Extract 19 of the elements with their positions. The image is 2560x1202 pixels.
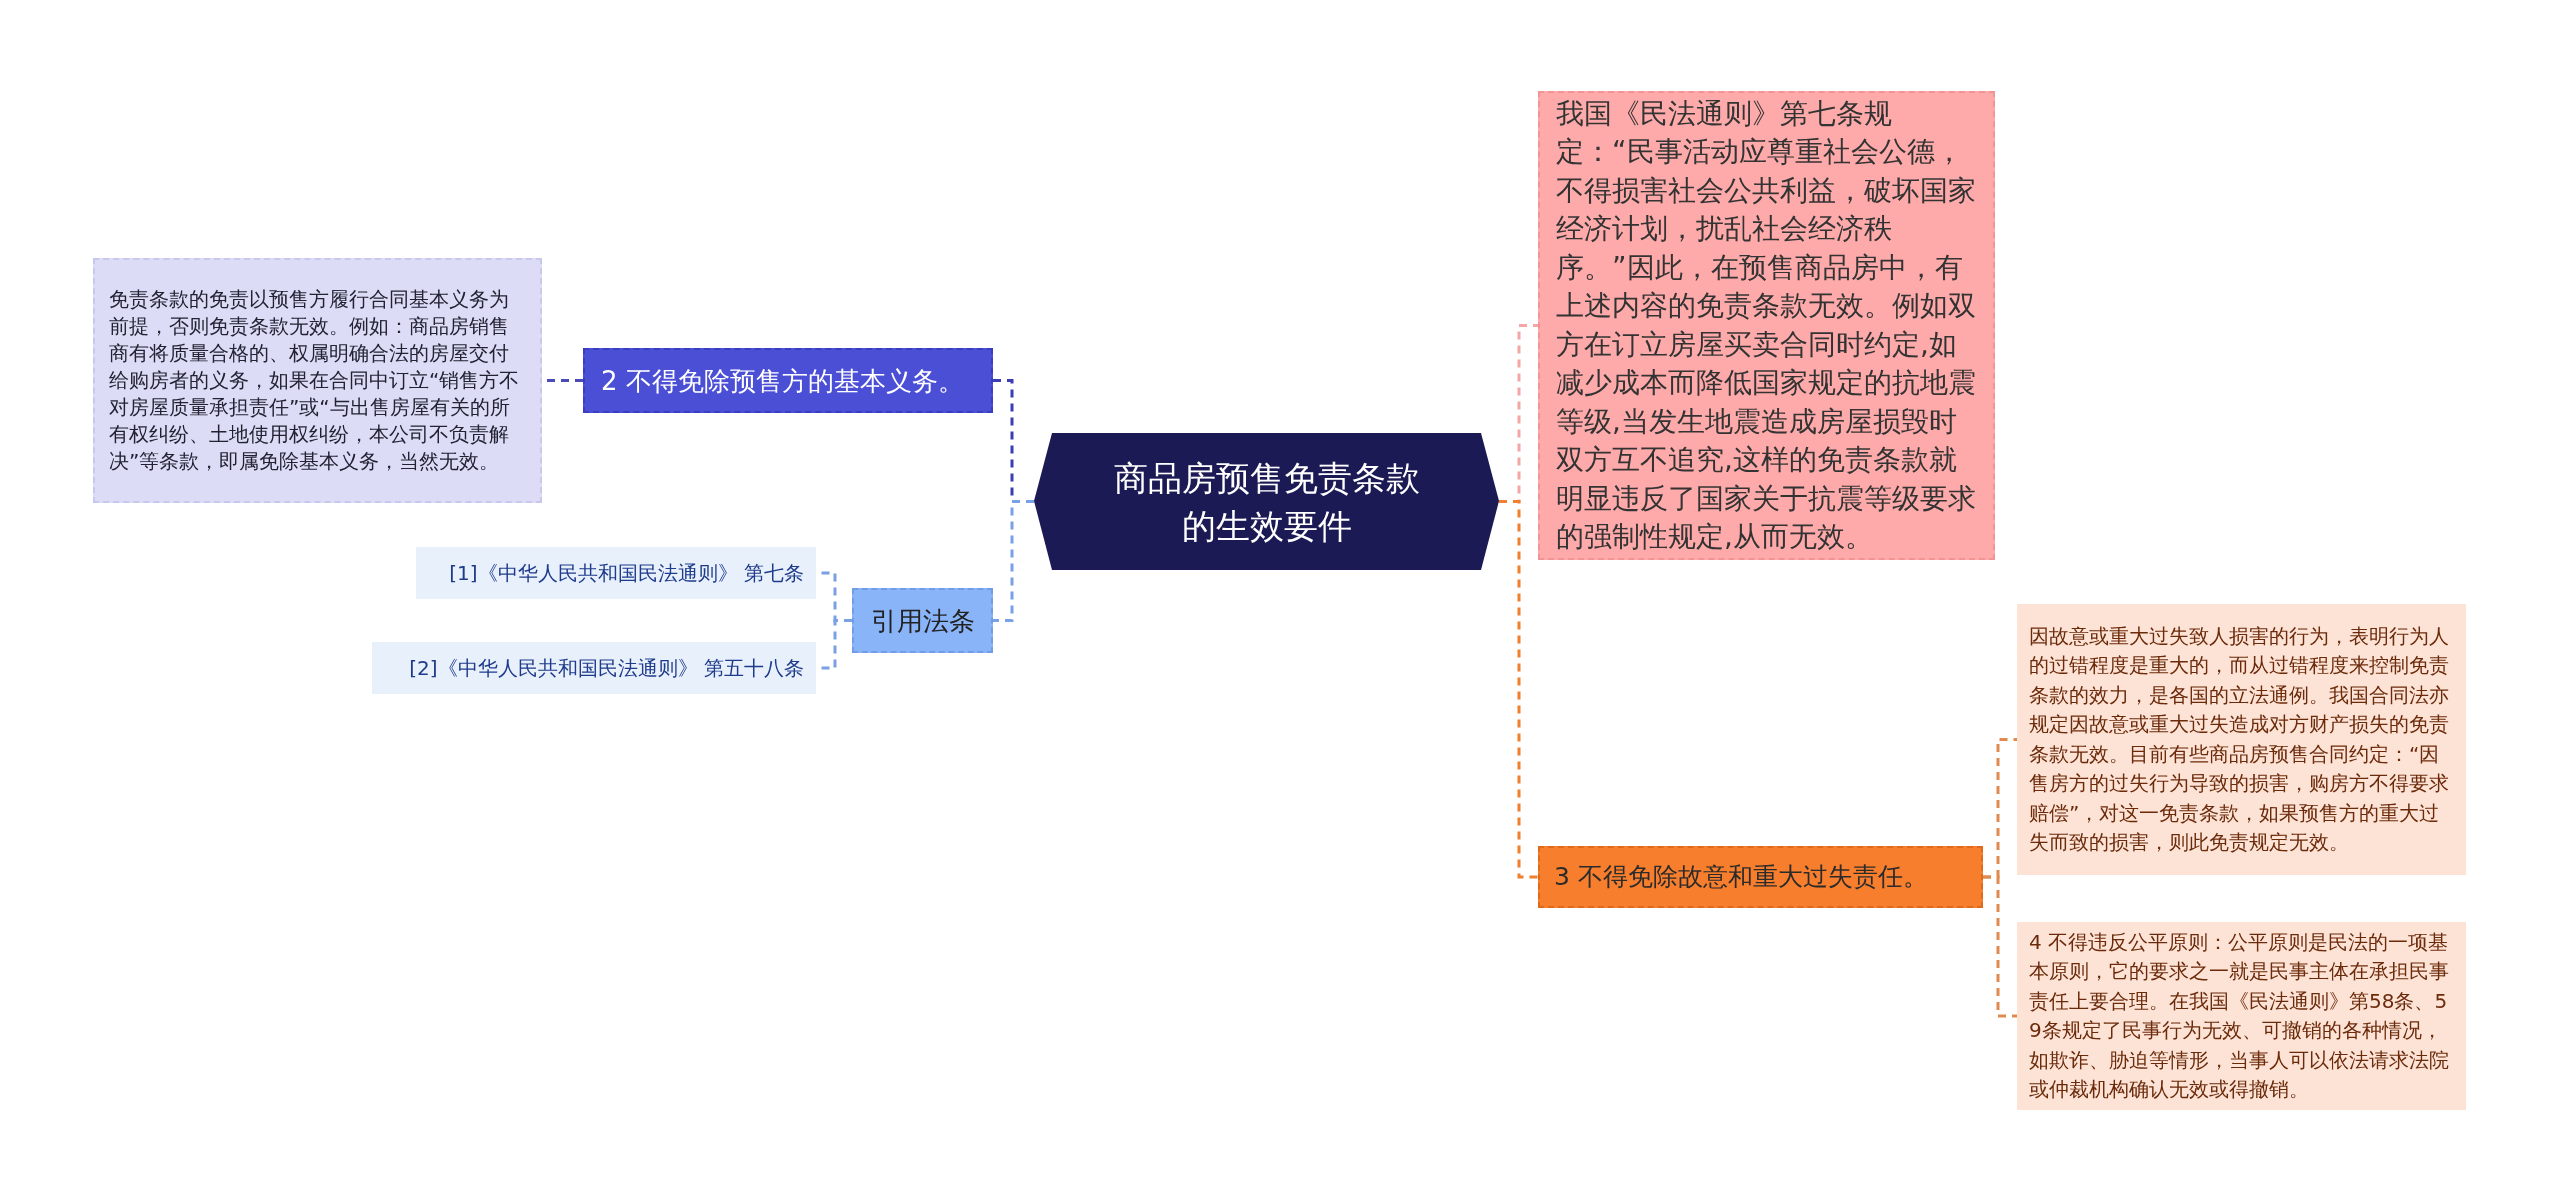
node-text: 3 不得免除故意和重大过失责任。 bbox=[1554, 861, 1928, 893]
node-text: 我国《民法通则》第七条规定：“民事活动应尊重社会公德，不得损害社会公共利益，破坏国家经济计划，扰乱社会经济秩序。”因此，在预售商品房中，有上述内容的免责条款无效。例如双方在订立房屋买卖合同时约定,如减少成本而降低国家规定的抗地震等级,当发生地震造成房屋损毁时双方互不追究,这样的免责条款就明显违反了国家关于抗震等级要求的强制性规定,从而无效。 bbox=[1556, 95, 1977, 555]
node-text: 2 不得免除预售方的基本义务。 bbox=[601, 364, 964, 398]
connector-line bbox=[1499, 500, 1538, 879]
connector-line bbox=[1983, 875, 2017, 1018]
node-text: 因故意或重大过失致人损害的行为，表明行为人的过错程度是重大的，而从过错程度来控制免责条款的效力，是各国的立法通例。我国合同法亦规定因故意或重大过失造成对方财产损失的免责条款无效。目前有些商品房预售合同约定：“因售房方的过失行为导致的损害，购房方不得要求赔偿”，对这一免责条款，如果预售方的重大过失而致的损害，则此免责规定无效。 bbox=[2029, 622, 2450, 856]
branch-box bbox=[1538, 846, 1983, 908]
node-text: [2]《中华人民共和国民法通则》 第五十八条 bbox=[409, 655, 804, 682]
branch-box bbox=[583, 348, 993, 413]
node-text: 引用法条 bbox=[870, 604, 975, 638]
topic-hexagon bbox=[1034, 433, 1499, 570]
note-box bbox=[2017, 604, 2466, 875]
node-text: 免责条款的免责以预售方履行合同基本义务为前提，否则免责条款无效。例如：商品房销售商有将质量合格的、权属明确合法的房屋交付给购房者的义务，如果在合同中订立“销售方不对房屋质量承担责任”或“与出售房屋有关的所有权纠纷、土地使用权纠纷，本公司不负责解决”等条款，即属免除基本义务，当然无效。 bbox=[109, 286, 521, 475]
node-text: 商品房预售免责条款的生效要件 bbox=[1112, 456, 1421, 548]
node-text: 4 不得违反公平原则：公平原则是民法的一项基本原则，它的要求之一就是民事主体在承担民事责任上要合理。在我国《民法通则》第58条、59条规定了民事行为无效、可撤销的各种情况，如欺诈、胁迫等情形，当事人可以依法请求法院或仲裁机构确认无效或得撤销。 bbox=[2029, 928, 2450, 1103]
note-box bbox=[93, 258, 542, 503]
connector-line bbox=[993, 500, 1034, 622]
branch-box bbox=[852, 588, 993, 653]
node-text: [1]《中华人民共和国民法通则》 第七条 bbox=[449, 560, 804, 587]
